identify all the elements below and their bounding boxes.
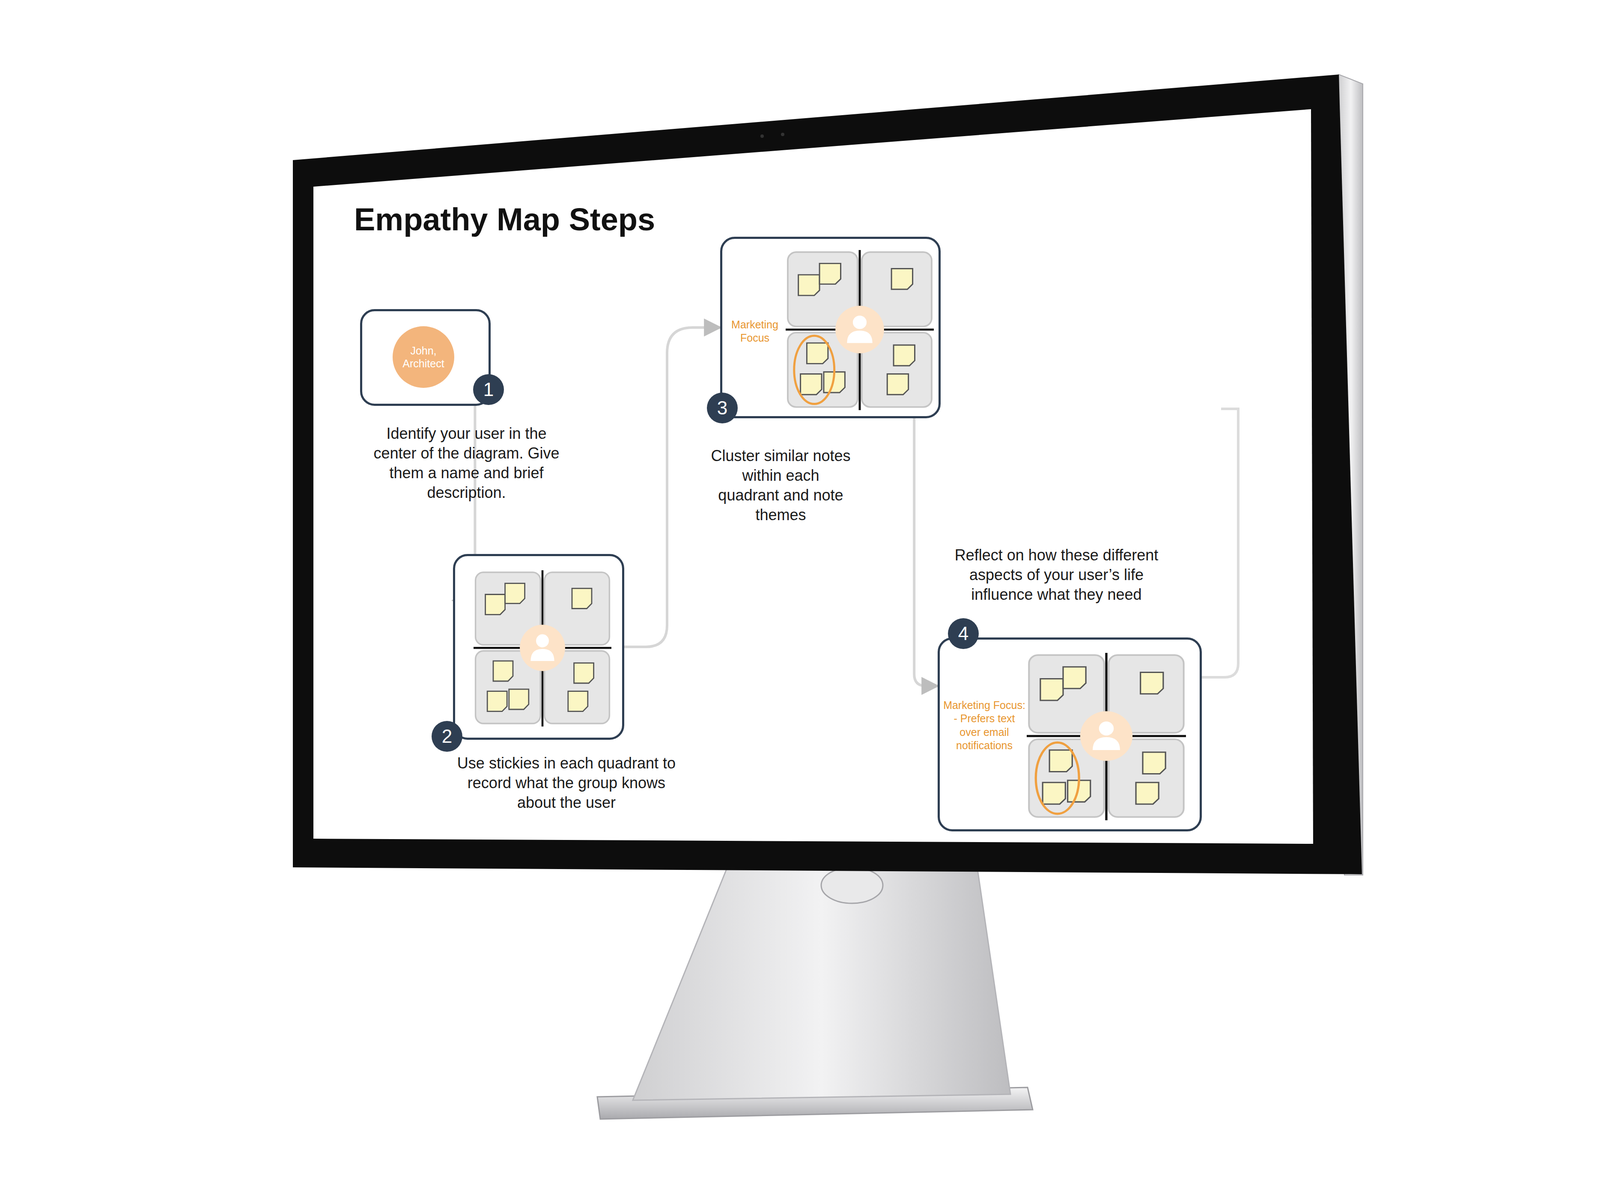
- sticky-note: [887, 374, 909, 395]
- empathy-map-thumbnail: [473, 570, 612, 727]
- track-tail: [1201, 408, 1239, 678]
- stand-hole: [821, 867, 883, 904]
- step-card: Use stickies in each quadrant to record …: [452, 554, 625, 740]
- stand-neck: [632, 869, 1011, 1101]
- camera-dot: [780, 132, 785, 137]
- user-icon-body: [1092, 737, 1121, 751]
- sticky-note: [1135, 782, 1159, 805]
- callout-number: 1: [473, 374, 504, 406]
- sticky-note: [1063, 667, 1086, 689]
- empathy-map-thumbnail: [785, 250, 934, 411]
- user-circle: [835, 305, 885, 354]
- camera-dot: [760, 134, 764, 138]
- sticky-note: [574, 663, 594, 684]
- annotation-note: Marketing Focus: - Prefers text over ema…: [942, 698, 1027, 753]
- sticky-note: [572, 588, 592, 609]
- sticky-note: [487, 691, 507, 712]
- callout-number: 3: [706, 392, 738, 424]
- user-icon-head: [852, 315, 867, 329]
- step-caption: Cluster similar notes within each quadra…: [710, 446, 852, 525]
- sticky-note: [806, 342, 828, 364]
- cluster-ring: [1035, 742, 1079, 814]
- step-caption: Use stickies in each quadrant to record …: [446, 753, 687, 813]
- step-card: Identify your user in the center of the …: [360, 309, 491, 406]
- user-icon-head: [1099, 721, 1115, 736]
- step-card: Reflect on how these different aspects o…: [937, 637, 1202, 832]
- user-circle: [1080, 711, 1133, 761]
- cluster-ring: [794, 335, 835, 404]
- sticky-note: [505, 583, 525, 604]
- sticky-note: [1140, 672, 1164, 694]
- sticky-note: [1042, 782, 1066, 805]
- sticky-note: [1040, 679, 1064, 701]
- sticky-note: [893, 345, 915, 366]
- monitor-bezel: [292, 74, 1362, 875]
- user-circle: [519, 624, 566, 671]
- callout-number: 4: [947, 618, 979, 650]
- user-circle: John, Architect: [392, 326, 455, 388]
- sticky-note: [509, 689, 529, 710]
- flow-connector: [624, 327, 721, 647]
- sticky-note: [485, 594, 506, 615]
- step-caption: Identify your user in the center of the …: [372, 423, 561, 503]
- step-card: Cluster similar notes within each quadra…: [720, 236, 941, 419]
- sticky-note: [1142, 752, 1166, 774]
- callout-number: 2: [431, 721, 463, 752]
- annotation-note: Marketing Focus: [724, 318, 785, 346]
- sticky-note: [819, 263, 841, 284]
- user-icon-head: [536, 634, 549, 648]
- user-icon-body: [846, 330, 873, 343]
- user-icon-body: [530, 649, 555, 662]
- user-name: John, Architect: [400, 344, 447, 370]
- sticky-note: [800, 374, 822, 395]
- sticky-note: [568, 691, 588, 712]
- flow-connector: [914, 418, 938, 686]
- monitor-screen: [313, 109, 1314, 844]
- sticky-note: [891, 268, 913, 290]
- sticky-note: [1049, 750, 1073, 772]
- step-caption: Reflect on how these different aspects o…: [945, 545, 1168, 605]
- sticky-note: [493, 661, 513, 682]
- slide-title: Empathy Map Steps: [354, 201, 656, 238]
- sticky-note: [798, 274, 820, 296]
- empathy-map-thumbnail: [1026, 652, 1186, 821]
